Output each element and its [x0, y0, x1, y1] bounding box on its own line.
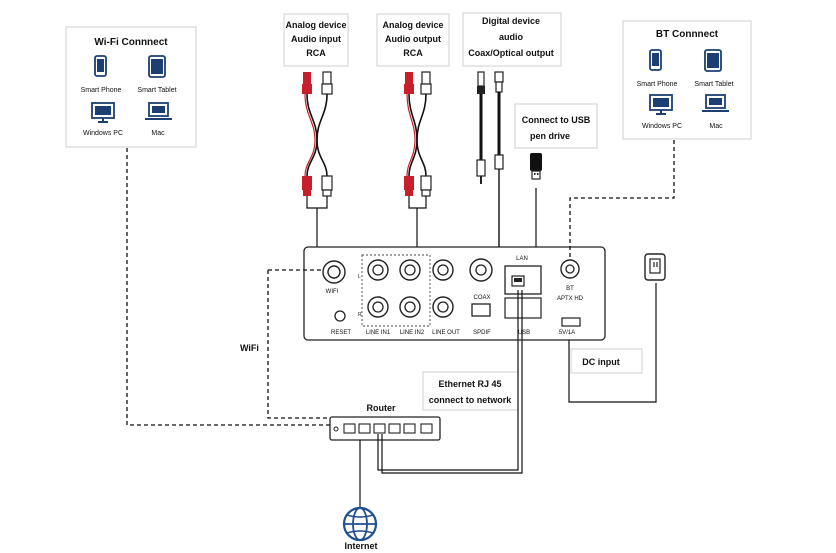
callout-analog-output: Analog device Audio output RCA [376, 13, 450, 67]
panel-line-in1-label: LINE IN1 [366, 330, 391, 336]
panel-aptx-label: APTX HD [557, 296, 584, 302]
globe-icon [342, 506, 378, 542]
svg-text:connect to network: connect to network [429, 395, 513, 405]
panel-wifi-label: WIFI [326, 289, 339, 295]
wifi-item-pc: Windows PC [83, 130, 123, 137]
svg-text:Ethernet RJ 45: Ethernet RJ 45 [438, 379, 501, 389]
bt-item-pc: Windows PC [642, 123, 682, 130]
svg-text:pen drive: pen drive [530, 131, 570, 141]
bt-item-mac: Mac [709, 123, 723, 130]
svg-text:Audio input: Audio input [291, 34, 341, 44]
svg-text:Analog device: Analog device [382, 20, 443, 30]
bt-link-line [569, 140, 675, 258]
device-rear-panel: WIFI L R RESET LINE IN1 LINE IN2 LINE OU… [303, 246, 606, 341]
spdif-port [471, 303, 491, 317]
panel-reset-label: RESET [331, 330, 351, 336]
monitor-icon [649, 94, 673, 115]
wifi-connect-box: Wi-Fi Connnect Smart Phone Smart Tablet … [65, 26, 197, 148]
wifi-link-line [126, 148, 330, 426]
svg-text:Connect to USB: Connect to USB [522, 115, 591, 125]
wifi-item-phone: Smart Phone [81, 87, 122, 94]
bt-connect-box: BT Connnect Smart Phone Smart Tablet Win… [622, 20, 752, 140]
usb-drive-icon [530, 153, 542, 180]
bt-item-tablet: Smart Tablet [694, 81, 733, 88]
power-port [561, 317, 581, 327]
bt-connect-title: BT Connnect [656, 29, 719, 40]
callout-analog-input: Analog device Audio input RCA [283, 13, 349, 67]
panel-spdif-label: SPDIF [473, 330, 491, 336]
svg-text:Coax/Optical output: Coax/Optical output [468, 48, 554, 58]
svg-text:R: R [358, 312, 362, 318]
svg-text:RCA: RCA [306, 48, 326, 58]
panel-bt-label: BT [566, 286, 574, 292]
wifi-item-tablet: Smart Tablet [137, 87, 176, 94]
callout-dc-input: DC input [570, 348, 643, 374]
usb-port [504, 297, 542, 319]
internet-label: Internet [344, 541, 377, 551]
power-outlet-icon [644, 253, 666, 281]
smartphone-icon [94, 55, 107, 77]
coax-optical-cables [469, 71, 504, 305]
router: Router [329, 403, 441, 441]
wifi-item-mac: Mac [151, 130, 165, 137]
panel-line-in2-label: LINE IN2 [400, 330, 425, 336]
svg-text:audio: audio [499, 32, 524, 42]
rca-plug-red [303, 72, 311, 84]
svg-text:L: L [358, 274, 361, 280]
panel-coax-label: COAX [473, 295, 490, 301]
panel-line-out-label: LINE OUT [432, 330, 460, 336]
svg-text:Audio output: Audio output [385, 34, 441, 44]
svg-text:RCA: RCA [403, 48, 423, 58]
laptop-icon [702, 94, 729, 112]
reset-button[interactable] [334, 310, 346, 322]
callout-digital-device: Digital device audio Coax/Optical output [462, 12, 562, 67]
wifi-connect-title: Wi-Fi Connnect [94, 37, 168, 48]
rca-cable-input [302, 71, 333, 260]
tablet-icon [148, 55, 166, 78]
panel-usb-label: USB [518, 330, 530, 336]
callout-ethernet: Ethernet RJ 45 connect to network [422, 371, 519, 411]
bt-item-phone: Smart Phone [637, 81, 678, 88]
callout-usb: Connect to USB pen drive [514, 103, 598, 149]
router-label: Router [367, 403, 396, 413]
device-wifi-link [267, 270, 330, 419]
svg-text:DC input: DC input [582, 357, 620, 367]
svg-text:Digital device: Digital device [482, 16, 540, 26]
wifi-link-label: WiFi [240, 343, 259, 353]
rca-cable-output [404, 71, 432, 268]
panel-power-label: 5V/1A [559, 330, 575, 336]
monitor-icon [91, 102, 115, 123]
laptop-icon [145, 102, 172, 120]
tablet-icon [704, 49, 722, 72]
rca-plug-white [322, 71, 332, 85]
svg-text:Analog device: Analog device [285, 20, 346, 30]
smartphone-icon [649, 49, 662, 71]
panel-lan-label: LAN [516, 256, 528, 262]
